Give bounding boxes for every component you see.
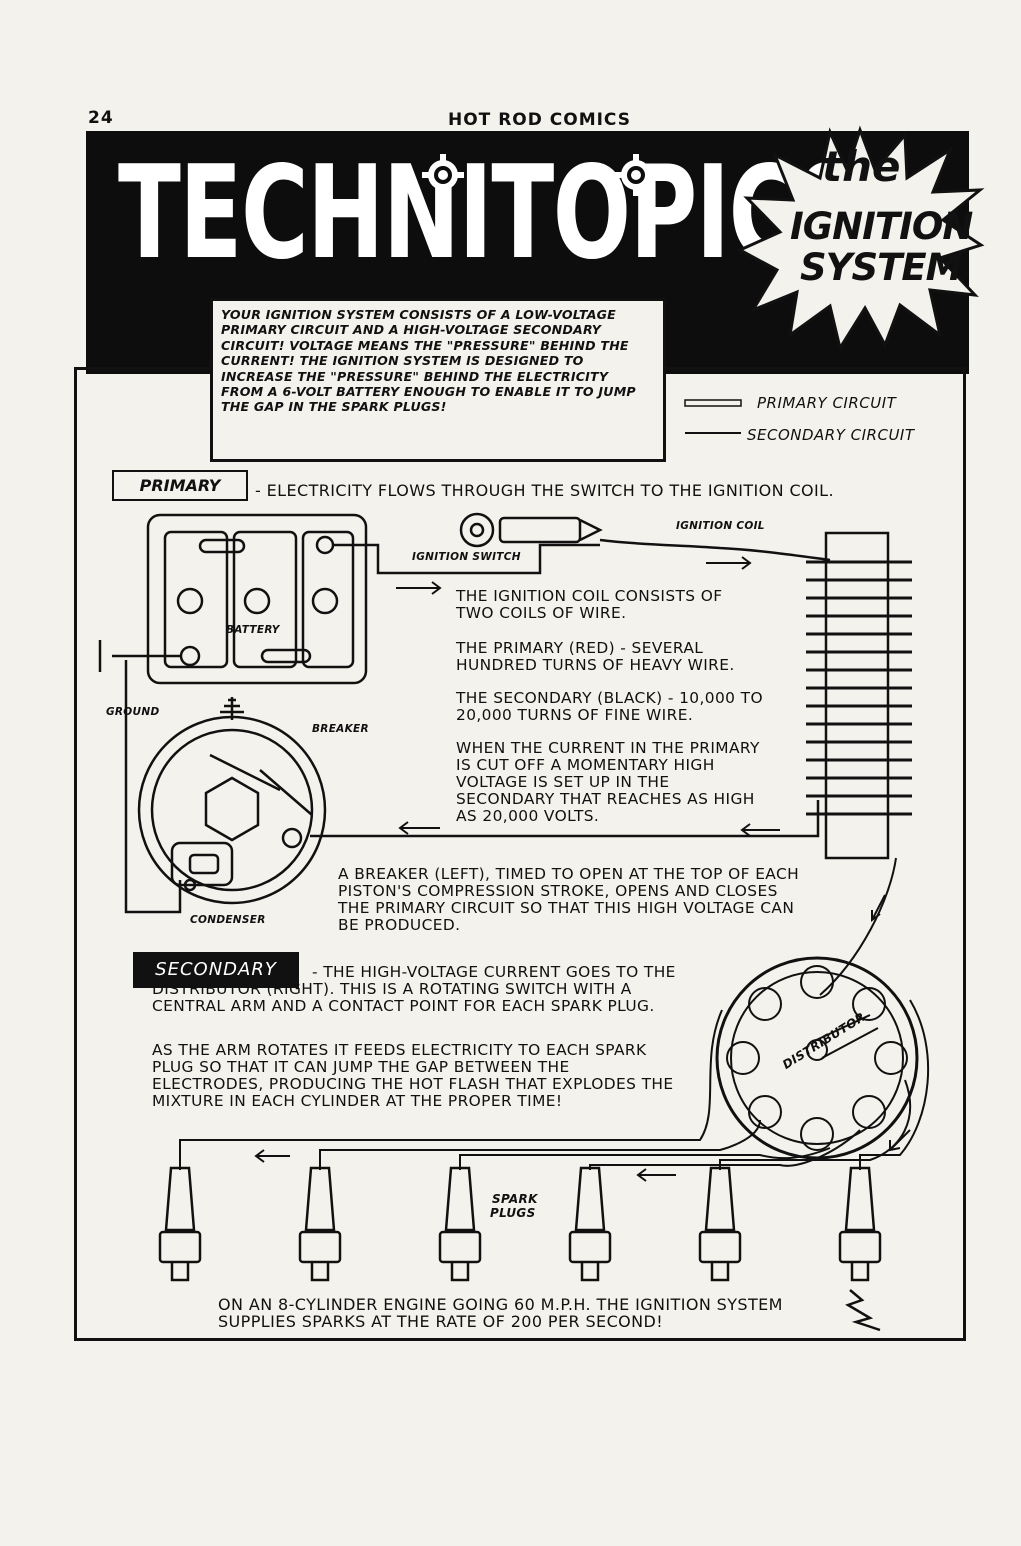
coil-text-4: When the current in the primary is cut o…	[456, 739, 760, 825]
starburst-icon	[736, 125, 985, 350]
burst-the: the	[822, 142, 901, 191]
label-breaker: BREAKER	[312, 723, 369, 735]
page-number: 24	[88, 108, 114, 128]
label-ignition-coil: IGNITION COIL	[676, 520, 765, 532]
breaker-text: A breaker (left), timed to open at the t…	[338, 865, 800, 934]
legend-secondary: SECONDARY CIRCUIT	[747, 426, 915, 444]
magazine-title: HOT ROD COMICS	[448, 110, 631, 130]
label-battery: BATTERY	[226, 624, 280, 636]
label-condenser: CONDENSER	[190, 914, 266, 926]
coil-text-3: The secondary (black) - 10,000 to 20,000…	[456, 689, 763, 724]
coil-text-2: The primary (red) - several hundred turn…	[456, 639, 735, 674]
burst-line2: SYSTEM	[800, 246, 962, 289]
burst-line1: IGNITION	[790, 205, 973, 248]
legend-primary: PRIMARY CIRCUIT	[757, 394, 897, 412]
gear-icon	[422, 154, 464, 196]
intro-box: Your ignition system consists of a low-v…	[210, 298, 666, 462]
secondary-para: As the arm rotates it feeds electricity …	[152, 1041, 674, 1110]
secondary-lead: - The high-voltage current goes to the d…	[152, 963, 676, 1015]
coil-text-1: The ignition coil consists of two coils …	[456, 587, 723, 622]
label-spark-plugs-1: SPARK	[492, 1192, 538, 1206]
label-ground: GROUND	[106, 706, 160, 718]
primary-label: PRIMARY	[112, 470, 248, 501]
secondary-label: SECONDARY	[133, 952, 299, 988]
primary-lead: - Electricity flows through the switch t…	[255, 481, 834, 500]
label-spark-plugs-2: PLUGS	[490, 1206, 536, 1220]
gear-icon	[615, 154, 657, 196]
footer-text: On an 8-cylinder engine going 60 M.P.H. …	[218, 1295, 783, 1331]
legend-lines	[684, 399, 742, 434]
label-ignition-switch: IGNITION SWITCH	[412, 551, 521, 563]
banner-title: TECHNITOPICS	[118, 139, 863, 288]
